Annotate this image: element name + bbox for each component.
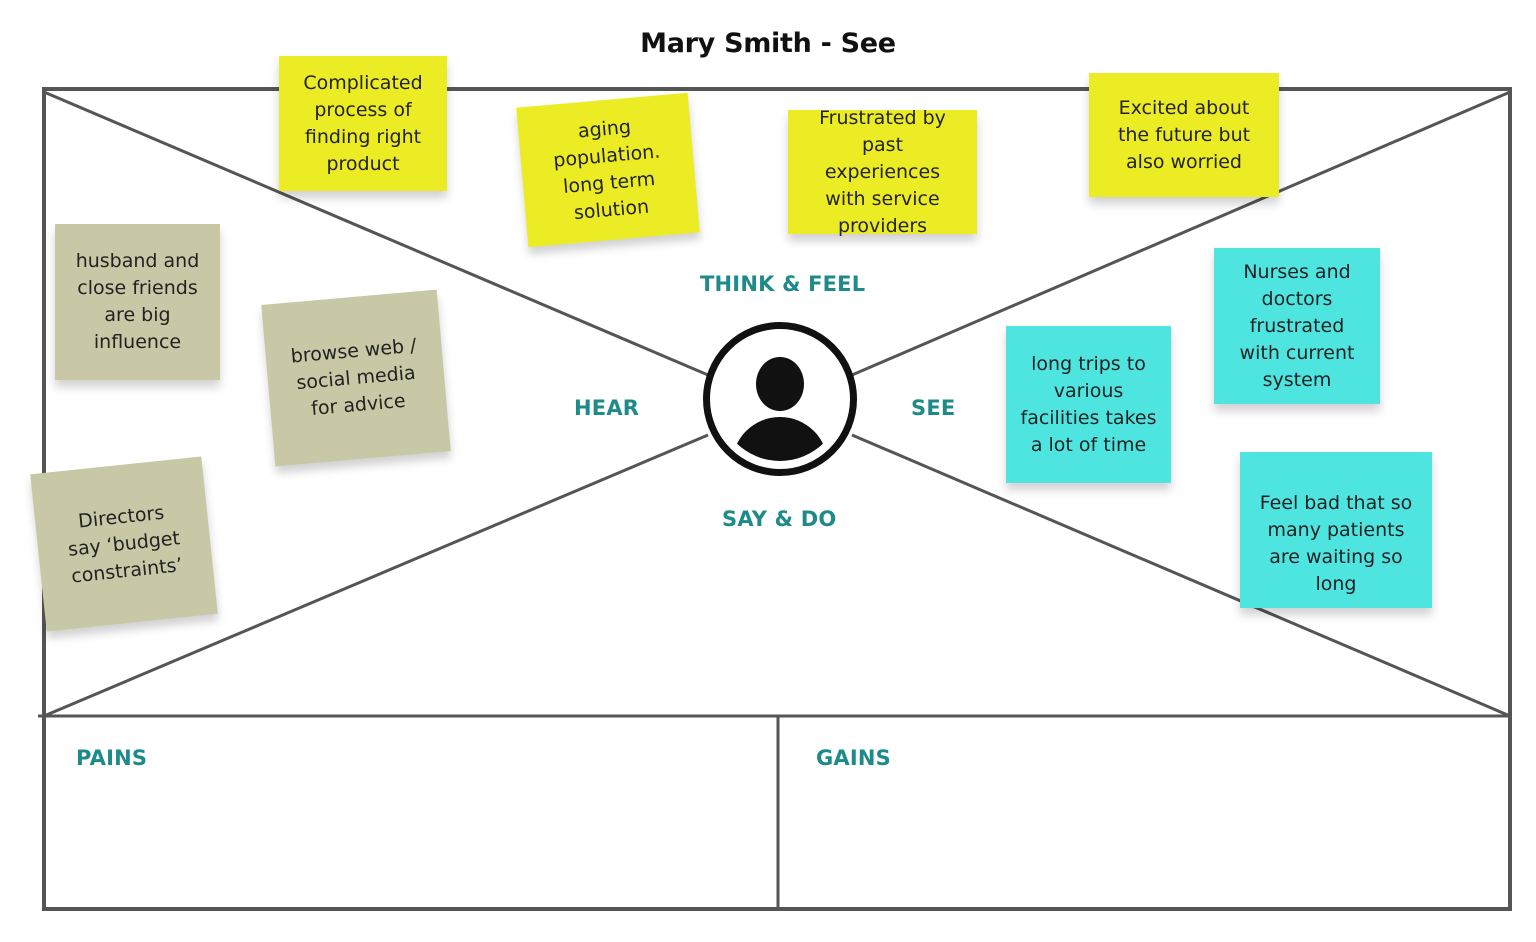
note-text: long trips to various facilities takes a…	[1020, 352, 1157, 456]
label-say-do: SAY & DO	[722, 507, 837, 531]
avatar-head	[756, 357, 804, 411]
diagonal-bottom-right	[851, 433, 1511, 718]
diagonal-top-right	[851, 90, 1511, 377]
label-think-feel: THINK & FEEL	[700, 272, 866, 296]
sticky-note-see[interactable]: long trips to various facilities takes a…	[1006, 326, 1171, 483]
label-pains: PAINS	[76, 746, 148, 770]
note-text: browse web / social media for advice	[289, 334, 418, 420]
note-text: Excited about the future but also worrie…	[1117, 97, 1251, 173]
sticky-note-see[interactable]: Feel bad that so many patients are waiti…	[1240, 452, 1432, 608]
note-text: Frustrated by past experiences with serv…	[819, 106, 946, 237]
diagonal-bottom-left	[43, 433, 709, 718]
sticky-note-hear[interactable]: browse web / social media for advice	[261, 289, 451, 467]
note-text: Feel bad that so many patients are waiti…	[1259, 492, 1413, 595]
note-text: Complicated process of finding right pro…	[303, 71, 423, 175]
sticky-note-think-feel[interactable]: aging population. long term solution	[516, 92, 700, 248]
note-text: husband and close friends are big influe…	[75, 250, 200, 353]
note-text: Nurses and doctors frustrated with curre…	[1239, 260, 1355, 391]
note-text: aging population. long term solution	[552, 115, 662, 225]
avatar-body	[732, 417, 828, 461]
sticky-note-think-feel[interactable]: Excited about the future but also worrie…	[1089, 73, 1279, 197]
sticky-note-think-feel[interactable]: Frustrated by past experiences with serv…	[788, 107, 977, 237]
label-see: SEE	[911, 396, 956, 420]
sticky-note-see[interactable]: Nurses and doctors frustrated with curre…	[1214, 248, 1380, 404]
page-title: Mary Smith - See	[640, 28, 896, 59]
diagonal-top-left	[43, 90, 709, 377]
sticky-note-think-feel[interactable]: Complicated process of finding right pro…	[279, 56, 447, 191]
sticky-note-hear[interactable]: Directors say ‘budget constraints’	[30, 456, 218, 632]
note-text: Directors say ‘budget constraints’	[66, 501, 184, 588]
label-hear: HEAR	[574, 396, 640, 420]
user-avatar-icon	[703, 322, 857, 476]
label-gains: GAINS	[816, 746, 892, 770]
sticky-note-hear[interactable]: husband and close friends are big influe…	[55, 224, 220, 380]
